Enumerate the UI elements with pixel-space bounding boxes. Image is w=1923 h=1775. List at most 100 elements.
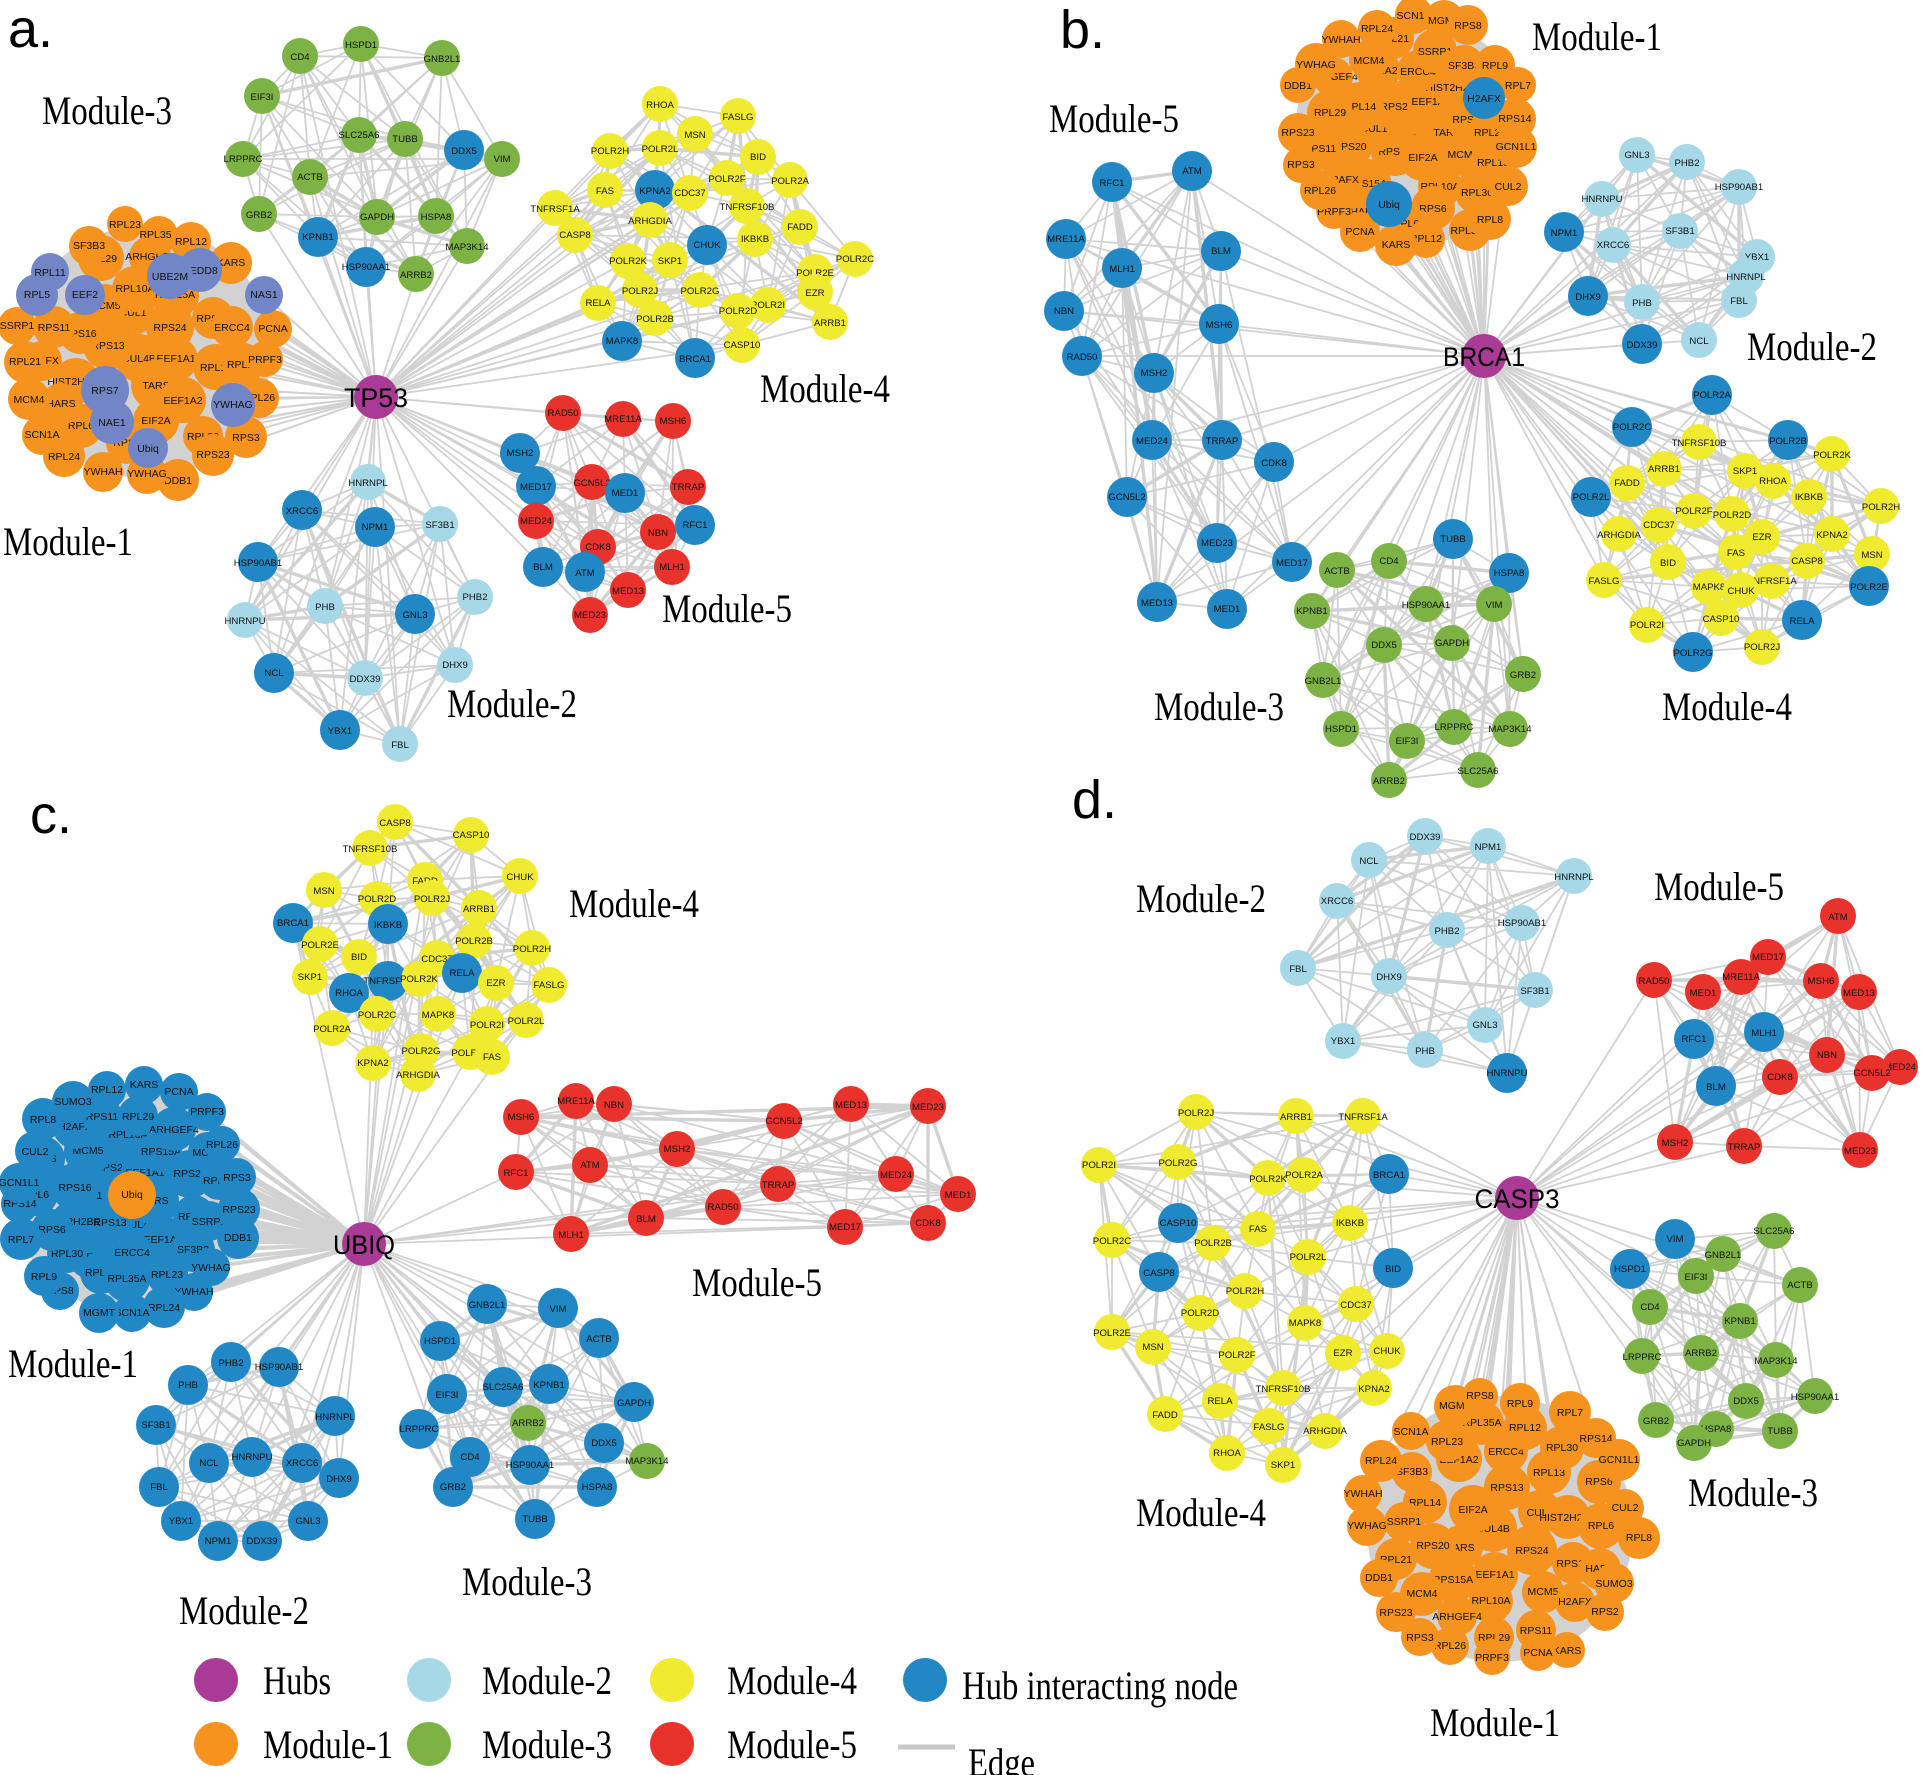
svg-text:SKP1: SKP1	[1271, 1460, 1296, 1471]
svg-text:RPL29: RPL29	[1314, 107, 1346, 119]
svg-text:RPL30: RPL30	[51, 1248, 83, 1260]
svg-text:CASP8: CASP8	[1143, 1268, 1174, 1279]
svg-text:TUBB: TUBB	[522, 1514, 548, 1525]
svg-text:KPNB1: KPNB1	[1724, 1316, 1755, 1327]
svg-text:CHUK: CHUK	[693, 240, 721, 251]
svg-text:HSPD1: HSPD1	[424, 1336, 456, 1347]
svg-text:CDC37: CDC37	[421, 954, 452, 965]
svg-text:MED24: MED24	[1136, 436, 1169, 447]
svg-text:MED23: MED23	[912, 1102, 944, 1113]
svg-text:TNFRSF1A: TNFRSF1A	[363, 976, 413, 987]
svg-text:TRRAP: TRRAP	[762, 1180, 795, 1191]
svg-text:MED13: MED13	[835, 1100, 867, 1111]
svg-text:KPNB1: KPNB1	[302, 232, 333, 243]
svg-text:RPL13: RPL13	[1533, 1467, 1565, 1479]
svg-text:MCM4: MCM4	[1407, 1588, 1438, 1600]
svg-text:PRPF3: PRPF3	[1475, 1652, 1509, 1664]
svg-text:YWHAG: YWHAG	[213, 399, 253, 411]
svg-text:ACTB: ACTB	[297, 172, 323, 183]
svg-text:Module-2: Module-2	[1747, 324, 1877, 369]
svg-text:KPNA2: KPNA2	[1816, 530, 1847, 541]
svg-text:SF3B1: SF3B1	[1665, 226, 1694, 237]
svg-text:RPS3: RPS3	[223, 1172, 251, 1184]
svg-text:XRCC6: XRCC6	[1597, 240, 1630, 251]
svg-text:FASLG: FASLG	[1254, 1422, 1285, 1433]
svg-text:Hub interacting node: Hub interacting node	[962, 1663, 1238, 1708]
svg-text:RELA: RELA	[585, 298, 611, 309]
svg-text:Module-4: Module-4	[569, 881, 699, 926]
svg-text:PHB: PHB	[315, 602, 335, 613]
svg-text:RPS23: RPS23	[1281, 127, 1314, 139]
svg-text:PCNA: PCNA	[1345, 226, 1374, 238]
svg-text:GNL3: GNL3	[402, 610, 427, 621]
svg-text:RPL9: RPL9	[31, 1271, 57, 1283]
svg-text:MLH1: MLH1	[558, 1230, 584, 1241]
svg-text:EIF3I: EIF3I	[251, 92, 274, 103]
svg-text:MED24: MED24	[1884, 1062, 1917, 1073]
svg-text:ACTB: ACTB	[1787, 1280, 1813, 1291]
svg-text:MAP3K14: MAP3K14	[1754, 1356, 1798, 1367]
svg-text:POLR2G: POLR2G	[681, 286, 720, 297]
svg-text:HSPA8: HSPA8	[1494, 568, 1525, 579]
svg-text:GCN5L2: GCN5L2	[765, 1116, 802, 1127]
svg-text:RPL12: RPL12	[1509, 1422, 1541, 1434]
svg-text:RHOA: RHOA	[1759, 476, 1787, 487]
svg-text:CD4: CD4	[460, 1452, 480, 1463]
svg-text:GCN1L1: GCN1L1	[0, 1177, 40, 1189]
svg-text:Module-3: Module-3	[1154, 684, 1284, 729]
svg-text:HSPA8: HSPA8	[421, 212, 452, 223]
svg-text:RPL24: RPL24	[148, 1302, 180, 1314]
svg-text:ARRB1: ARRB1	[1280, 1112, 1312, 1123]
svg-text:RPL6: RPL6	[68, 420, 94, 432]
svg-text:MED17: MED17	[1276, 558, 1308, 569]
svg-text:ATM: ATM	[575, 568, 595, 579]
svg-text:RPL11: RPL11	[34, 267, 65, 279]
svg-text:TNFRSF10B: TNFRSF10B	[1256, 1384, 1311, 1395]
svg-text:POLR2H: POLR2H	[1226, 1286, 1264, 1297]
svg-text:PRPF3: PRPF3	[248, 354, 282, 366]
svg-text:Module-5: Module-5	[692, 1260, 822, 1305]
svg-text:SSRP1: SSRP1	[0, 320, 34, 332]
svg-text:HSP90AA1: HSP90AA1	[1791, 1392, 1840, 1403]
svg-text:POLR2I: POLR2I	[751, 300, 785, 311]
svg-text:MRE11A: MRE11A	[604, 414, 642, 425]
svg-text:BRCA1: BRCA1	[277, 918, 309, 929]
svg-text:CASP3: CASP3	[1475, 1184, 1560, 1214]
svg-text:RPL30: RPL30	[1461, 187, 1493, 199]
svg-text:TUBB: TUBB	[392, 134, 418, 145]
svg-text:MSH6: MSH6	[1808, 976, 1835, 987]
svg-text:HNRNPU: HNRNPU	[1581, 194, 1622, 205]
svg-text:MED13: MED13	[612, 586, 644, 597]
svg-text:RPS2: RPS2	[1591, 1606, 1619, 1618]
svg-text:SF3B3: SF3B3	[1396, 1466, 1428, 1478]
svg-text:H2AFX: H2AFX	[1558, 1596, 1592, 1608]
svg-text:DDX5: DDX5	[591, 1438, 617, 1449]
svg-text:PCNA: PCNA	[164, 1086, 193, 1098]
svg-text:PCNA: PCNA	[1523, 1647, 1552, 1659]
svg-text:SF3B3: SF3B3	[1448, 60, 1480, 72]
svg-text:MED24: MED24	[520, 516, 553, 527]
svg-text:POLR2L: POLR2L	[1573, 492, 1610, 503]
svg-text:PHB: PHB	[1632, 298, 1652, 309]
svg-text:DHX9: DHX9	[326, 1474, 352, 1485]
svg-text:BLM: BLM	[1211, 246, 1231, 257]
svg-text:RPS13: RPS13	[93, 1217, 126, 1229]
svg-text:POLR2B: POLR2B	[455, 936, 493, 947]
svg-text:HNRNPL: HNRNPL	[1726, 272, 1766, 283]
svg-text:BLM: BLM	[636, 1214, 656, 1225]
svg-text:MED1: MED1	[945, 1190, 972, 1201]
svg-text:YWHAG: YWHAG	[191, 1262, 231, 1274]
svg-text:EIF2A: EIF2A	[1408, 152, 1437, 164]
svg-text:DDX39: DDX39	[1410, 832, 1441, 843]
svg-text:HSP90AB1: HSP90AB1	[234, 558, 283, 569]
svg-text:POLR2E: POLR2E	[796, 268, 834, 279]
svg-text:CUL2: CUL2	[1495, 181, 1522, 193]
svg-text:RPS6: RPS6	[1419, 203, 1447, 215]
svg-text:MSN: MSN	[1142, 1342, 1163, 1353]
svg-text:HSP90AA1: HSP90AA1	[1402, 600, 1451, 611]
svg-text:KPNB1: KPNB1	[1296, 606, 1327, 617]
svg-text:MLH1: MLH1	[659, 562, 685, 573]
svg-text:SF3B3: SF3B3	[73, 240, 105, 252]
svg-text:RPL35A: RPL35A	[139, 229, 178, 241]
svg-text:Module-2: Module-2	[482, 1658, 612, 1703]
